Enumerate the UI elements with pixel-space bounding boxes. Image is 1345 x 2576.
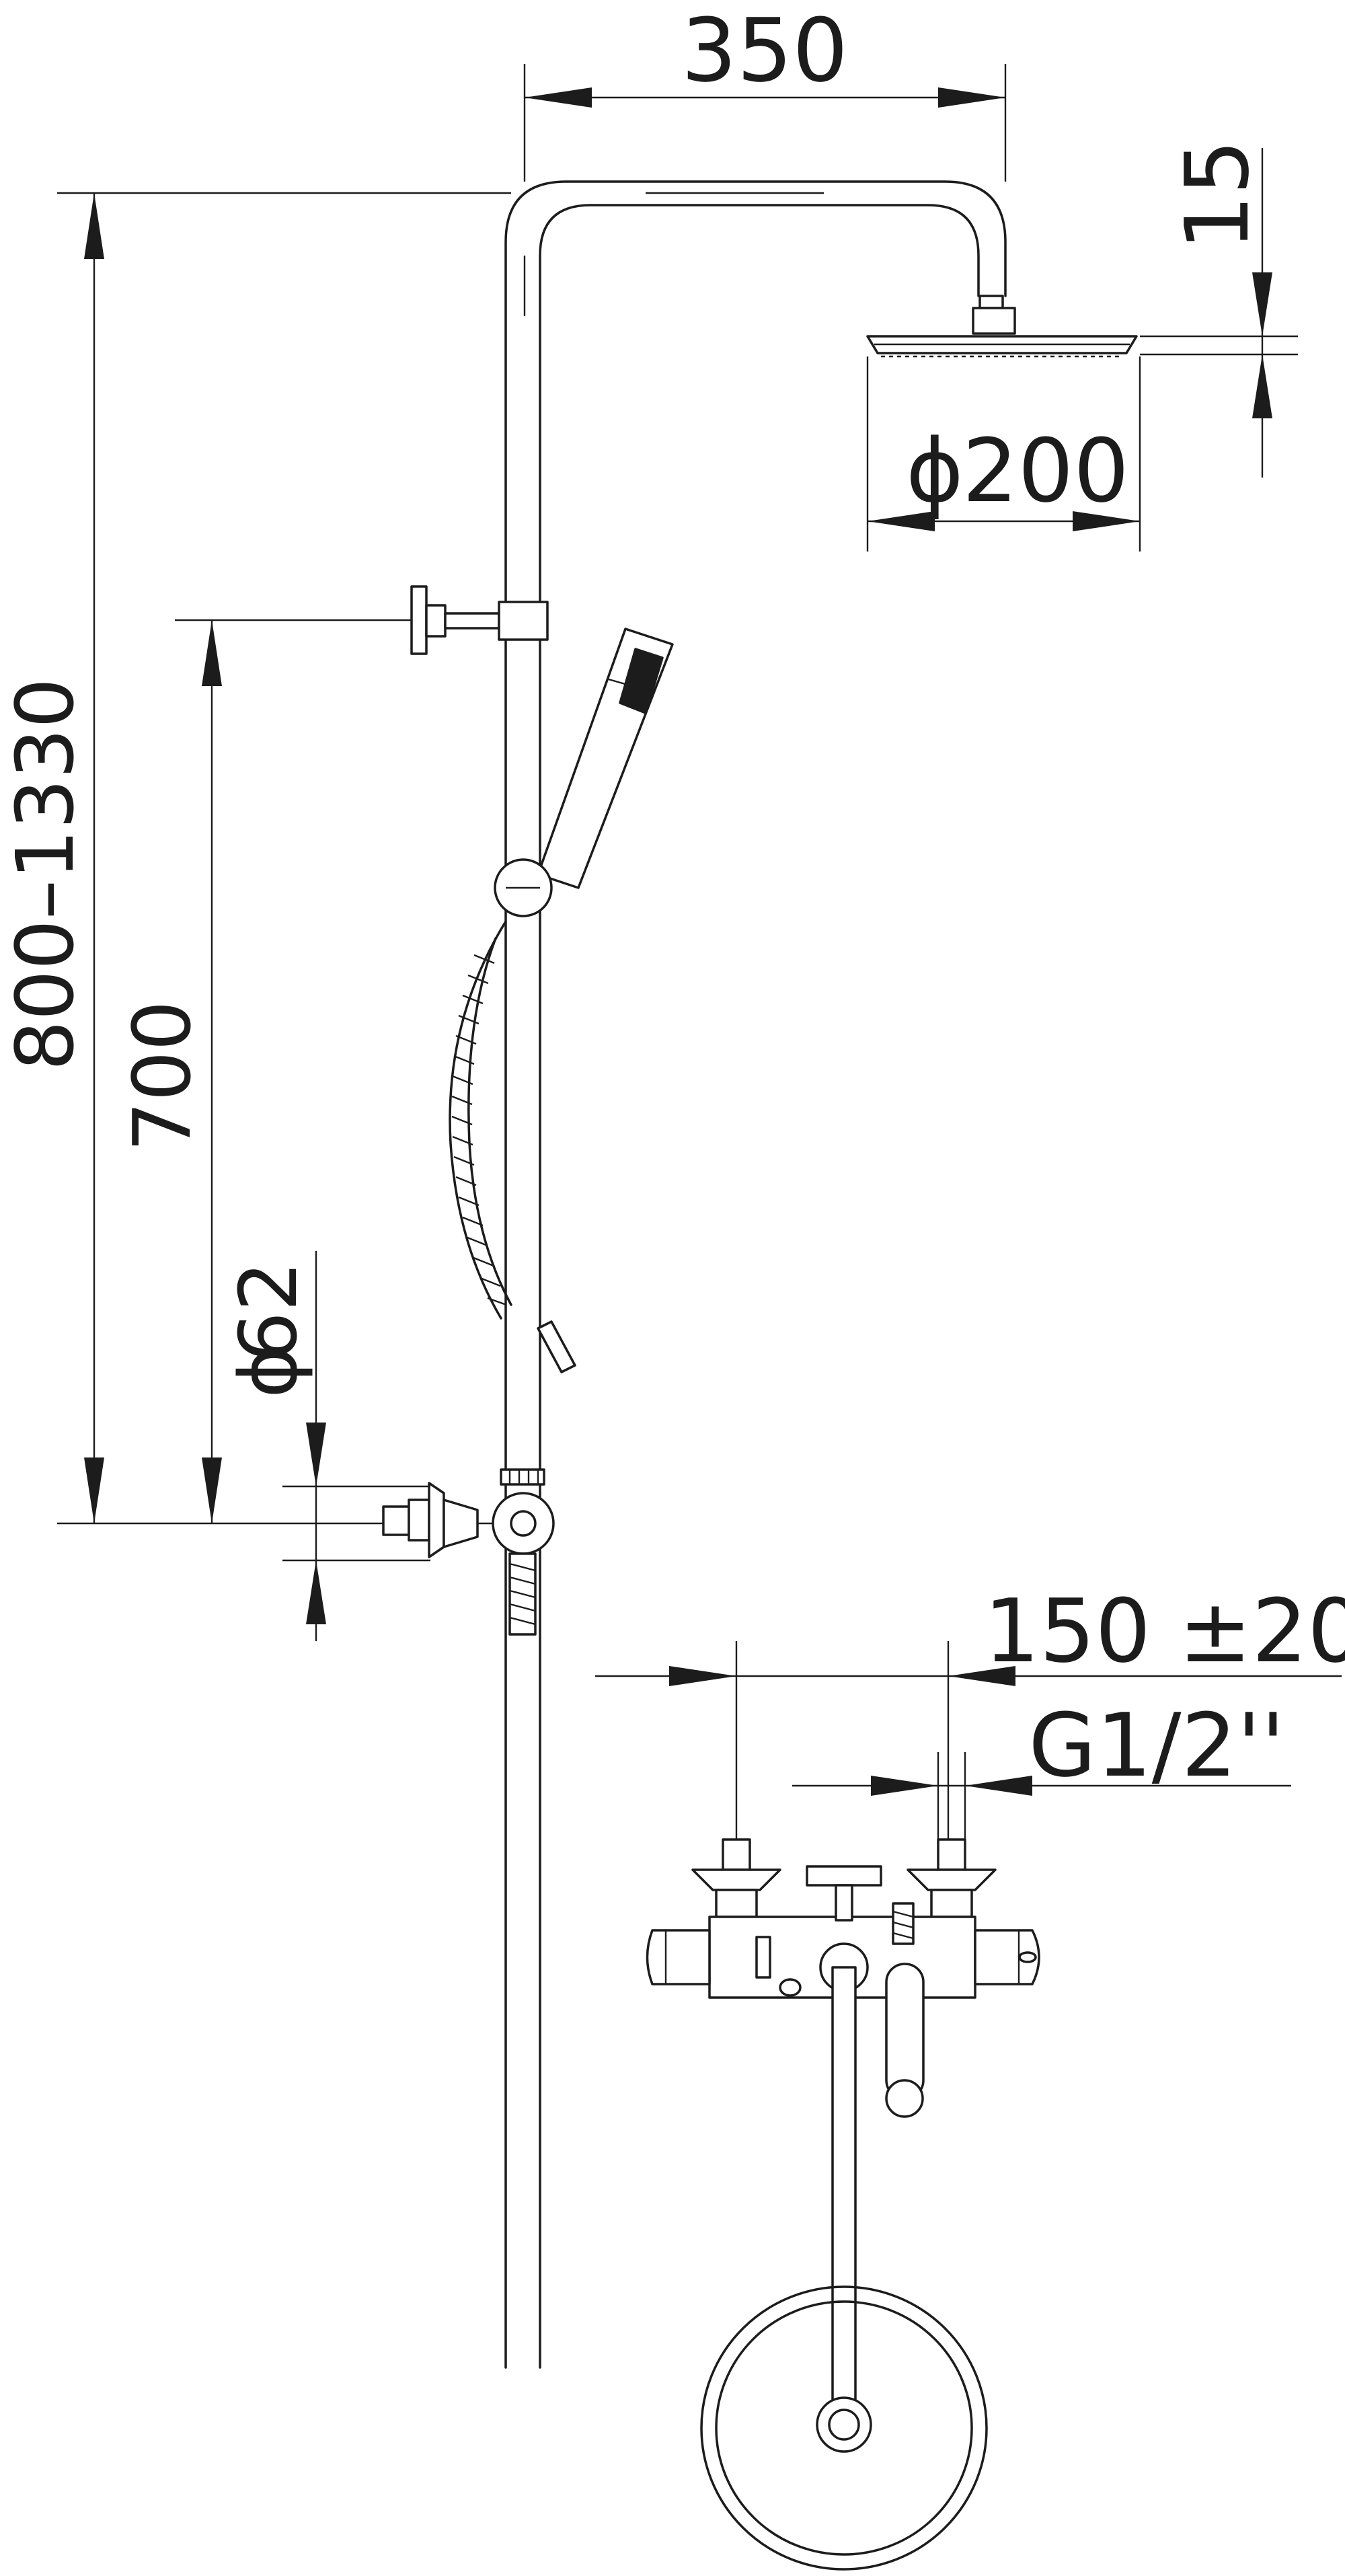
dim-label-phi-symbol: ϕ bbox=[906, 420, 964, 522]
dimension-head-thickness: 15 bbox=[1140, 139, 1298, 478]
lower-outlet bbox=[382, 1468, 555, 1558]
shower-column bbox=[504, 180, 1007, 2369]
dimension-inlet-thread: G1/2'' bbox=[792, 1694, 1291, 1840]
thermostatic-mixer-front bbox=[646, 1838, 1040, 2571]
dim-label-phi-symbol-62: ϕ bbox=[222, 1346, 315, 1398]
dim-label-150-20: 150 ±20 bbox=[984, 1580, 1345, 1682]
dimension-total-height: 800–1330 bbox=[0, 192, 511, 1525]
hand-shower bbox=[494, 628, 674, 917]
dimension-head-diameter: ϕ 200 bbox=[866, 356, 1141, 552]
rain-shower-head bbox=[866, 295, 1138, 358]
dimension-inlet-spacing: 150 ±20 bbox=[595, 1580, 1345, 1840]
dimension-outlet-diameter: ϕ 62 bbox=[222, 1251, 430, 1641]
dim-label-700: 700 bbox=[116, 1000, 208, 1151]
dim-label-g1-2: G1/2'' bbox=[1028, 1694, 1284, 1796]
dim-label-800-1330: 800–1330 bbox=[0, 678, 91, 1071]
dimension-top-arm-reach: 350 bbox=[523, 0, 1007, 182]
shower-hose bbox=[449, 920, 576, 1373]
dim-label-350: 350 bbox=[681, 0, 848, 102]
hose-lower-end bbox=[508, 1552, 537, 1636]
upper-wall-bracket bbox=[410, 585, 549, 655]
dim-label-15: 15 bbox=[1166, 139, 1268, 250]
dim-label-200: 200 bbox=[962, 420, 1129, 522]
dimension-slide-rail-height: 700 bbox=[116, 619, 412, 1523]
dim-label-62: 62 bbox=[222, 1261, 315, 1362]
